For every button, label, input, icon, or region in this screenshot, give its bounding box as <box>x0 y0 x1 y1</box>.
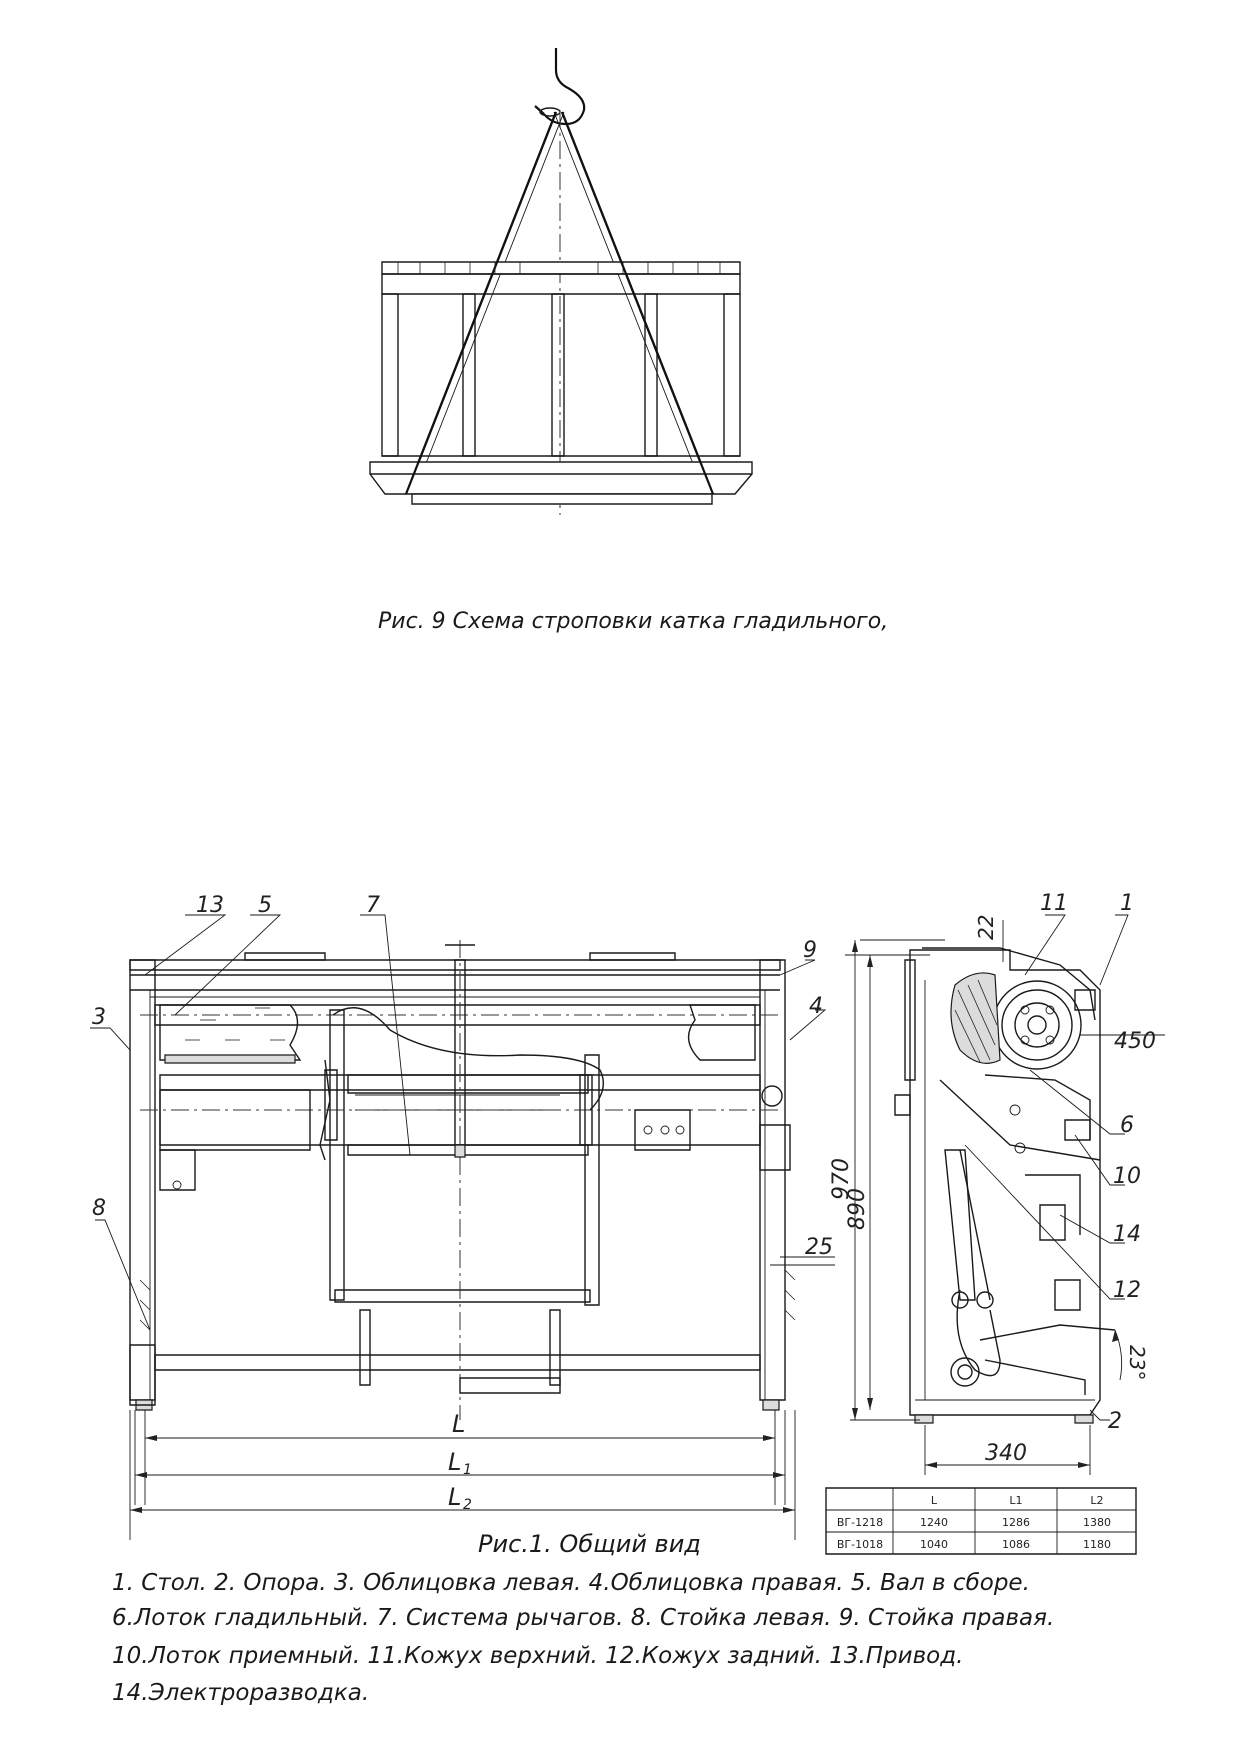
legend-line: 14.Электроразводка. <box>112 1680 369 1706</box>
pedal-lever <box>945 1150 1115 1395</box>
callout-1: 1 <box>1120 891 1134 916</box>
callout-9: 9 <box>803 938 817 963</box>
table-cell: 1040 <box>920 1538 948 1551</box>
table-cell: ВГ-1218 <box>837 1516 883 1529</box>
heating-shoe <box>951 973 1000 1063</box>
dim-25: 25 <box>805 1235 833 1260</box>
drive-unit <box>160 1090 310 1150</box>
dim-L2-sub: 2 <box>463 1497 472 1513</box>
crate-frame <box>382 274 740 294</box>
dim-L1: L <box>448 1448 461 1476</box>
callout-13: 13 <box>196 893 224 918</box>
dim-L2: L <box>448 1483 461 1511</box>
front-view-dimensions <box>130 1257 835 1540</box>
table-cell: 1286 <box>1002 1516 1030 1529</box>
dim-970: 970 <box>829 1158 854 1200</box>
dim-450: 450 <box>1114 1029 1156 1054</box>
callout-12: 12 <box>1113 1278 1141 1303</box>
table-cell: 1086 <box>1002 1538 1030 1551</box>
dim-L: L <box>452 1410 465 1438</box>
callout-4: 4 <box>809 994 823 1019</box>
dim-890: 890 <box>845 1188 870 1230</box>
crate-base <box>370 462 752 494</box>
callout-14: 14 <box>1113 1222 1141 1247</box>
control-panel <box>635 1110 690 1150</box>
right-stand <box>760 960 785 1400</box>
figure9-caption: Рис. 9 Схема строповки катка гладильного… <box>378 609 888 634</box>
legend-line: 1. Стол. 2. Опора. 3. Облицовка левая. 4… <box>112 1570 1030 1596</box>
bottom-stretcher <box>155 1355 760 1370</box>
side-view <box>895 915 1128 1423</box>
top-guard <box>922 948 1095 1020</box>
callout-3: 3 <box>92 1005 106 1030</box>
left-stand <box>130 960 155 1400</box>
dim-22: 22 <box>974 915 998 940</box>
table-header-L1: L1 <box>1009 1494 1022 1507</box>
side-body <box>910 950 1100 1415</box>
lifting-scheme-figure <box>370 48 752 515</box>
callout-6: 6 <box>1120 1113 1134 1138</box>
table-cell: ВГ-1018 <box>837 1538 883 1551</box>
callout-10: 10 <box>1113 1164 1141 1189</box>
side-view-dimensions <box>845 920 1165 1475</box>
table-header-L: L <box>931 1494 938 1507</box>
legend-line: 10.Лоток приемный. 11.Кожух верхний. 12.… <box>112 1643 963 1669</box>
lever-system <box>320 1008 603 1305</box>
table-cell: 1240 <box>920 1516 948 1529</box>
dim-340: 340 <box>985 1441 1027 1466</box>
dim-angle: 23° <box>1125 1345 1149 1380</box>
callout-2: 2 <box>1108 1409 1122 1434</box>
legend-line: 6.Лоток гладильный. 7. Система рычагов. … <box>112 1605 1054 1631</box>
callout-5: 5 <box>258 893 272 918</box>
table-header-L2: L2 <box>1090 1494 1103 1507</box>
callout-11: 11 <box>1040 891 1068 916</box>
figure1-caption: Рис.1. Общий вид <box>478 1530 701 1558</box>
table-cell: 1180 <box>1083 1538 1111 1551</box>
dim-L1-sub: 1 <box>463 1462 472 1478</box>
crate-top <box>382 262 740 274</box>
callout-8: 8 <box>92 1196 106 1221</box>
callout-7: 7 <box>366 893 380 918</box>
variant-table: L L1 L2 ВГ-1218 1240 1286 1380 ВГ-1018 1… <box>826 1488 1136 1554</box>
front-view <box>90 915 825 1420</box>
ironing-roller <box>993 981 1081 1069</box>
table-cell: 1380 <box>1083 1516 1111 1529</box>
